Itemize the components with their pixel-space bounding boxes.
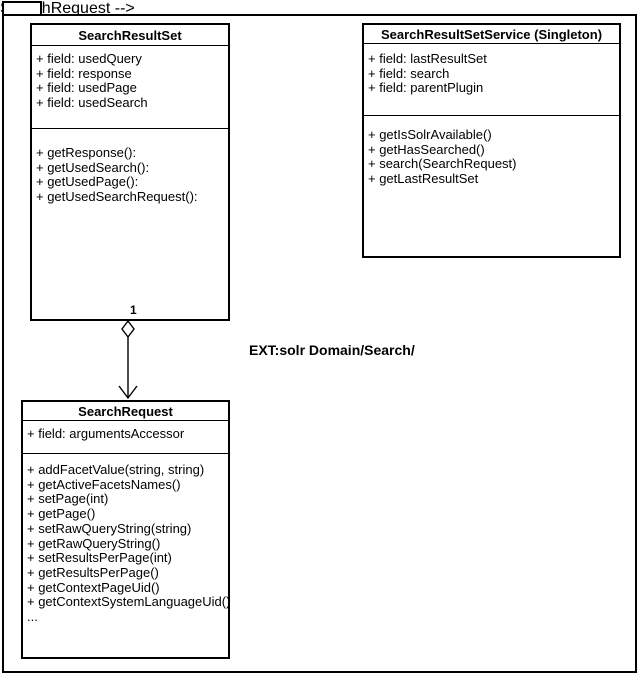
- method-item: + getResultsPerPage(): [27, 564, 159, 580]
- method-list: + getResponse(): + getUsedSearch(): + ge…: [32, 129, 228, 205]
- class-title-searchresultsetservice: SearchResultSetService (Singleton): [380, 26, 603, 42]
- field-item: + field: search: [368, 65, 450, 81]
- method-item: + getContextPageUid(): [27, 579, 160, 595]
- method-item: + getUsedSearch():: [36, 159, 150, 175]
- method-item: + getPage(): [27, 506, 96, 522]
- fields-compartment: + field: argumentsAccessor: [23, 420, 228, 453]
- method-item: + getUsedSearchRequest():: [36, 189, 198, 205]
- field-list: + field: lastResultSet + field: search +…: [364, 44, 619, 96]
- field-item: + field: response: [36, 65, 132, 81]
- field-list: + field: argumentsAccessor: [23, 421, 228, 442]
- class-box-searchresultset: SearchResultSet + field: usedQuery + fie…: [30, 23, 230, 321]
- method-item: + getLastResultSet: [368, 171, 479, 187]
- method-list: + addFacetValue(string, string) + getAct…: [23, 454, 228, 625]
- class-box-searchrequest: SearchRequest + field: argumentsAccessor…: [21, 400, 230, 659]
- field-item: + field: argumentsAccessor: [27, 426, 185, 441]
- association-multiplicity-label: 1: [130, 303, 137, 317]
- method-item: + setRawQueryString(string): [27, 520, 192, 536]
- method-item: + getContextSystemLanguageUid(): [27, 594, 228, 610]
- method-item: + getIsSolrAvailable(): [368, 127, 492, 142]
- field-item: + field: parentPlugin: [368, 80, 484, 96]
- methods-compartment: + getResponse(): + getUsedSearch(): + ge…: [32, 128, 228, 319]
- method-list: + getIsSolrAvailable() + getHasSearched(…: [364, 116, 619, 187]
- field-list: + field: usedQuery + field: response + f…: [32, 46, 228, 111]
- method-item: ...: [27, 609, 38, 625]
- method-item: + getHasSearched(): [368, 141, 485, 157]
- field-item: + field: usedQuery: [36, 51, 142, 66]
- method-item: + addFacetValue(string, string): [27, 462, 205, 477]
- method-item: + getResponse():: [36, 145, 137, 160]
- method-item: + getActiveFacetsNames(): [27, 476, 181, 492]
- method-item: + search(SearchRequest): [368, 156, 517, 172]
- methods-compartment: + getIsSolrAvailable() + getHasSearched(…: [364, 115, 619, 256]
- field-item: + field: usedSearch: [36, 95, 148, 111]
- fields-compartment: + field: usedQuery + field: response + f…: [32, 45, 228, 128]
- field-item: + field: lastResultSet: [368, 51, 487, 66]
- package-path-label: EXT:solr Domain/Search/: [249, 342, 415, 358]
- methods-compartment: + addFacetValue(string, string) + getAct…: [23, 453, 228, 657]
- method-item: + setPage(int): [27, 491, 109, 507]
- class-title-searchresultset: SearchResultSet: [78, 27, 182, 43]
- class-box-searchresultsetservice: SearchResultSetService (Singleton) + fie…: [362, 23, 621, 258]
- class-title-searchrequest: SearchRequest: [78, 403, 173, 419]
- method-item: + setResultsPerPage(int): [27, 550, 172, 566]
- method-item: + getUsedPage():: [36, 174, 139, 190]
- fields-compartment: + field: lastResultSet + field: search +…: [364, 43, 619, 115]
- package-frame-tab: [2, 1, 42, 16]
- method-item: + getRawQueryString(): [27, 535, 161, 551]
- field-item: + field: usedPage: [36, 80, 137, 96]
